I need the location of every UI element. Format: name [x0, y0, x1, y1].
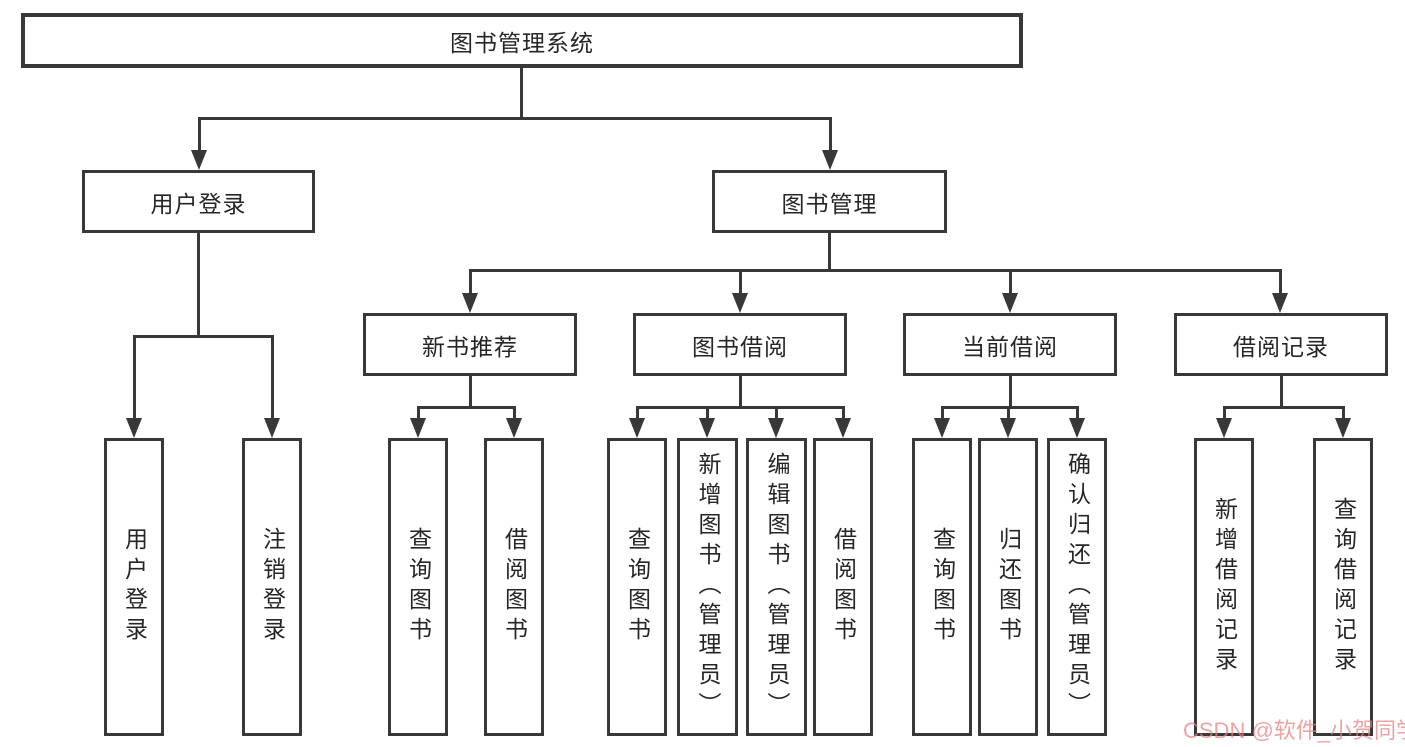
leaf-label: 查询借阅记录	[1330, 497, 1357, 677]
connector-line	[271, 335, 274, 420]
node-user-login: 用户登录	[82, 170, 315, 233]
connector-line	[1223, 406, 1226, 420]
connector-line	[1279, 269, 1282, 296]
connector-line	[941, 406, 944, 420]
node-borrow-records: 借阅记录	[1174, 313, 1388, 376]
leaf-confirm-return-admin: 确认归还（管理员）	[1047, 438, 1107, 736]
connector-line	[469, 376, 472, 408]
node-label: 新书推荐	[422, 333, 518, 360]
node-label: 借阅记录	[1233, 333, 1329, 360]
arrowhead-icon	[768, 418, 784, 438]
node-current-borrow: 当前借阅	[903, 313, 1117, 376]
connector-line	[828, 233, 831, 272]
node-book-management: 图书管理	[712, 170, 947, 233]
leaf-add-book-admin: 新增图书（管理员）	[677, 438, 738, 736]
node-label: 当前借阅	[962, 333, 1058, 360]
connector-line	[636, 406, 639, 420]
connector-line	[1223, 406, 1344, 409]
connector-line	[198, 117, 832, 120]
leaf-edit-book-admin: 编辑图书（管理员）	[746, 438, 807, 736]
arrowhead-icon	[126, 418, 142, 438]
leaf-label: 确认归还（管理员）	[1064, 452, 1091, 722]
arrowhead-icon	[732, 293, 748, 313]
leaf-label: 借阅图书	[830, 527, 857, 647]
arrowhead-icon	[835, 418, 851, 438]
leaf-borrow-books-recommend: 借阅图书	[484, 438, 544, 736]
node-new-book-recommend: 新书推荐	[363, 313, 577, 376]
connector-line	[198, 117, 201, 152]
leaf-label: 编辑图书（管理员）	[764, 452, 790, 722]
arrowhead-icon	[699, 418, 715, 438]
leaf-label: 借阅图书	[501, 527, 528, 647]
leaf-label: 用户登录	[121, 527, 148, 647]
connector-line	[739, 376, 742, 408]
connector-line	[133, 335, 274, 338]
leaf-query-books-borrow: 查询图书	[607, 438, 667, 736]
leaf-logout: 注销登录	[242, 438, 302, 736]
connector-line	[469, 269, 1282, 272]
arrowhead-icon	[191, 150, 207, 170]
connector-line	[1007, 406, 1010, 420]
connector-line	[133, 335, 136, 420]
leaf-label: 查询图书	[405, 527, 432, 647]
arrowhead-icon	[1272, 293, 1288, 313]
arrowhead-icon	[410, 418, 426, 438]
arrowhead-icon	[506, 418, 522, 438]
connector-line	[842, 406, 845, 420]
arrowhead-icon	[822, 150, 838, 170]
leaf-return-books: 归还图书	[978, 438, 1038, 736]
arrowhead-icon	[934, 418, 950, 438]
connector-line	[520, 68, 523, 120]
connector-line	[469, 269, 472, 296]
csdn-watermark: CSDN @软件_小贺同学	[1183, 718, 1405, 743]
arrowhead-icon	[1335, 418, 1351, 438]
leaf-label: 新增图书（管理员）	[695, 452, 721, 722]
arrowhead-icon	[462, 293, 478, 313]
arrowhead-icon	[1002, 293, 1018, 313]
leaf-user-login: 用户登录	[104, 438, 164, 736]
connector-line	[513, 406, 516, 420]
arrowhead-icon	[629, 418, 645, 438]
leaf-query-books-current: 查询图书	[912, 438, 972, 736]
node-label: 用户登录	[150, 190, 247, 217]
connector-line	[197, 233, 200, 338]
connector-line	[417, 406, 516, 409]
leaf-query-borrow-record: 查询借阅记录	[1313, 438, 1373, 736]
connector-line	[1009, 269, 1012, 296]
node-label: 图书管理系统	[450, 29, 594, 56]
node-book-borrow: 图书借阅	[633, 313, 847, 376]
leaf-label: 归还图书	[995, 527, 1022, 647]
connector-line	[829, 117, 832, 152]
arrowhead-icon	[1000, 418, 1016, 438]
node-label: 图书管理	[781, 190, 878, 217]
connector-line	[1009, 376, 1012, 408]
leaf-query-books-recommend: 查询图书	[388, 438, 448, 736]
leaf-label: 注销登录	[259, 527, 286, 647]
arrowhead-icon	[1216, 418, 1232, 438]
arrowhead-icon	[1069, 418, 1085, 438]
connector-line	[706, 406, 709, 420]
connector-line	[1280, 376, 1283, 408]
leaf-label: 查询图书	[929, 527, 956, 647]
arrowhead-icon	[264, 418, 280, 438]
connector-line	[417, 406, 420, 420]
node-label: 图书借阅	[692, 333, 788, 360]
connector-line	[1342, 406, 1345, 420]
leaf-label: 新增借阅记录	[1211, 497, 1238, 677]
leaf-label: 查询图书	[624, 527, 651, 647]
connector-line	[739, 269, 742, 296]
connector-line	[775, 406, 778, 420]
connector-line	[636, 406, 844, 409]
leaf-borrow-books: 借阅图书	[813, 438, 873, 736]
leaf-add-borrow-record: 新增借阅记录	[1194, 438, 1254, 736]
node-library-management-system: 图书管理系统	[21, 13, 1023, 68]
connector-line	[1076, 406, 1079, 420]
